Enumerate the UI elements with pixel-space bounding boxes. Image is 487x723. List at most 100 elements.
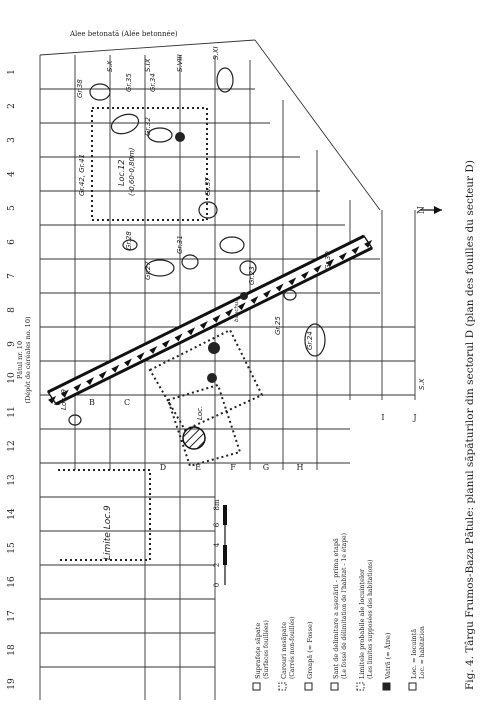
- scale-bar: 0 2 4 6 8m: [213, 499, 227, 587]
- ditch-tooth: [237, 302, 246, 311]
- pit-markers: [175, 132, 248, 383]
- figure-caption: Fig. 4. Târgu Frumos-Baza Pătule: planul…: [464, 160, 476, 690]
- ditch-tooth: [364, 239, 373, 248]
- legend-sublabel: (Les limites supposées des habitations): [367, 560, 374, 679]
- row-number: 10: [7, 372, 17, 384]
- ditch-tooth: [187, 327, 196, 336]
- row-number: 7: [7, 273, 17, 279]
- legend: Suprafețe săpate(Surfaces fouillées)Caro…: [252, 533, 426, 691]
- ditch-tooth: [174, 333, 183, 342]
- svg-text:S.VIII: S.VIII: [176, 54, 184, 72]
- ditch-tooth: [98, 370, 107, 379]
- ditch-tooth: [275, 283, 284, 292]
- dwelling-limits: [58, 107, 264, 561]
- ditch-tooth: [313, 264, 322, 273]
- label-loc9: Loc. 9: [60, 389, 68, 410]
- legend-symbol: [408, 682, 417, 691]
- legend-label: Limitele probabile ale locuințelor: [358, 568, 366, 679]
- ditch-tooth: [250, 296, 259, 305]
- svg-text:(Dépôt de céréales no. 10): (Dépôt de céréales no. 10): [24, 316, 32, 403]
- row-number: 2: [7, 103, 17, 109]
- label-bauchus: bauchus: [234, 299, 240, 322]
- row-number: 12: [7, 440, 17, 451]
- ditch-tooth: [60, 389, 69, 398]
- north-arrow-icon: N: [417, 206, 442, 214]
- column-letter: F: [230, 463, 236, 472]
- pits: [68, 67, 326, 426]
- column-letter: H: [297, 463, 304, 472]
- column-letter: B: [89, 398, 95, 407]
- row-number: 6: [7, 239, 17, 245]
- ditch-tooth: [326, 258, 335, 267]
- ditch-tooth: [263, 289, 271, 298]
- top-square-labels: S.X S.IX S.VIII S.XI: [106, 46, 220, 72]
- legend-sublabel: Loc. = habitation: [419, 626, 426, 679]
- ditch-tooth: [48, 395, 57, 404]
- svg-text:S.IX: S.IX: [144, 58, 152, 72]
- row-number: 18: [7, 644, 17, 656]
- row-number: 8: [7, 307, 17, 313]
- label-loc12-depth: (-0,60-0,80m): [128, 147, 136, 196]
- scale-tick-label: 4: [213, 542, 221, 547]
- label-gr30: Gr.30: [324, 251, 332, 270]
- delimiting-ditch: [46, 234, 374, 406]
- label-loc-e: Loc.: [196, 406, 204, 420]
- ditch-tooth: [161, 339, 170, 348]
- loc-middle-limit: [148, 328, 264, 432]
- ditch-tooth: [225, 308, 234, 317]
- row-number: 3: [7, 137, 17, 143]
- legend-symbol: [278, 682, 287, 691]
- row-number: 1: [7, 69, 17, 75]
- column-letter: E: [195, 463, 201, 472]
- legend-label: Suprafețe săpate: [254, 623, 262, 679]
- row-number: 4: [7, 171, 17, 177]
- label-sx-bottom: S.X: [418, 378, 426, 390]
- scale-tick-label: 2: [213, 563, 221, 567]
- ditch-tooth: [136, 352, 145, 361]
- legend-label: Șanț de delimitare a așezării - prima et…: [332, 538, 340, 679]
- ditch-tooth: [199, 321, 208, 329]
- legend-symbol: [330, 682, 339, 691]
- column-letters: ABCDEFGHIJ: [53, 398, 417, 472]
- alley-label: Alee betonată (Alée betonnée): [69, 30, 178, 38]
- label-gr31: Gr.31: [176, 235, 184, 254]
- label-gr34: Gr.34: [149, 73, 157, 92]
- scale-tick-label: 6: [213, 522, 221, 527]
- ditch-tooth: [111, 364, 120, 373]
- ditch-tooth: [338, 252, 347, 261]
- ditch-tooth: [212, 314, 221, 323]
- ditch-tooth: [351, 246, 360, 255]
- row-number: 16: [7, 576, 17, 588]
- loc-lower-limit: [166, 383, 242, 468]
- legend-sublabel: (Le fossé de délimitation de l'habitat -…: [341, 533, 348, 679]
- column-letter: C: [124, 398, 130, 407]
- ditch-tooth: [123, 358, 132, 367]
- ditch-tooth: [288, 277, 297, 286]
- column-letter: I: [381, 413, 384, 422]
- legend-symbol: [252, 682, 261, 691]
- column-letter: D: [160, 463, 166, 472]
- label-loc12: Loc.12: [117, 160, 126, 186]
- hearths: [182, 342, 220, 450]
- legend-symbol: [356, 682, 365, 691]
- label-gr32: Gr.32: [144, 117, 152, 136]
- row-number: 9: [7, 341, 17, 347]
- label-gr28: Gr.28: [125, 231, 133, 250]
- column-letter: J: [412, 413, 416, 422]
- row-number: 15: [7, 542, 17, 554]
- label-gr35: Gr.35: [125, 73, 133, 92]
- label-limite-loc9: Limite Loc.9: [103, 505, 113, 560]
- label-gr38: Gr.38: [76, 79, 84, 98]
- ditch-tooth: [86, 377, 95, 386]
- label-gr23: Gr.23: [248, 266, 256, 285]
- loc9-limit: [58, 469, 151, 561]
- row-number: 5: [7, 205, 17, 211]
- row-number: 13: [7, 474, 17, 486]
- scale-tick-label: 0: [213, 583, 221, 587]
- legend-symbol: [382, 682, 391, 691]
- scale-tick-label: 8m: [213, 499, 221, 510]
- ditch-tooth: [73, 383, 82, 392]
